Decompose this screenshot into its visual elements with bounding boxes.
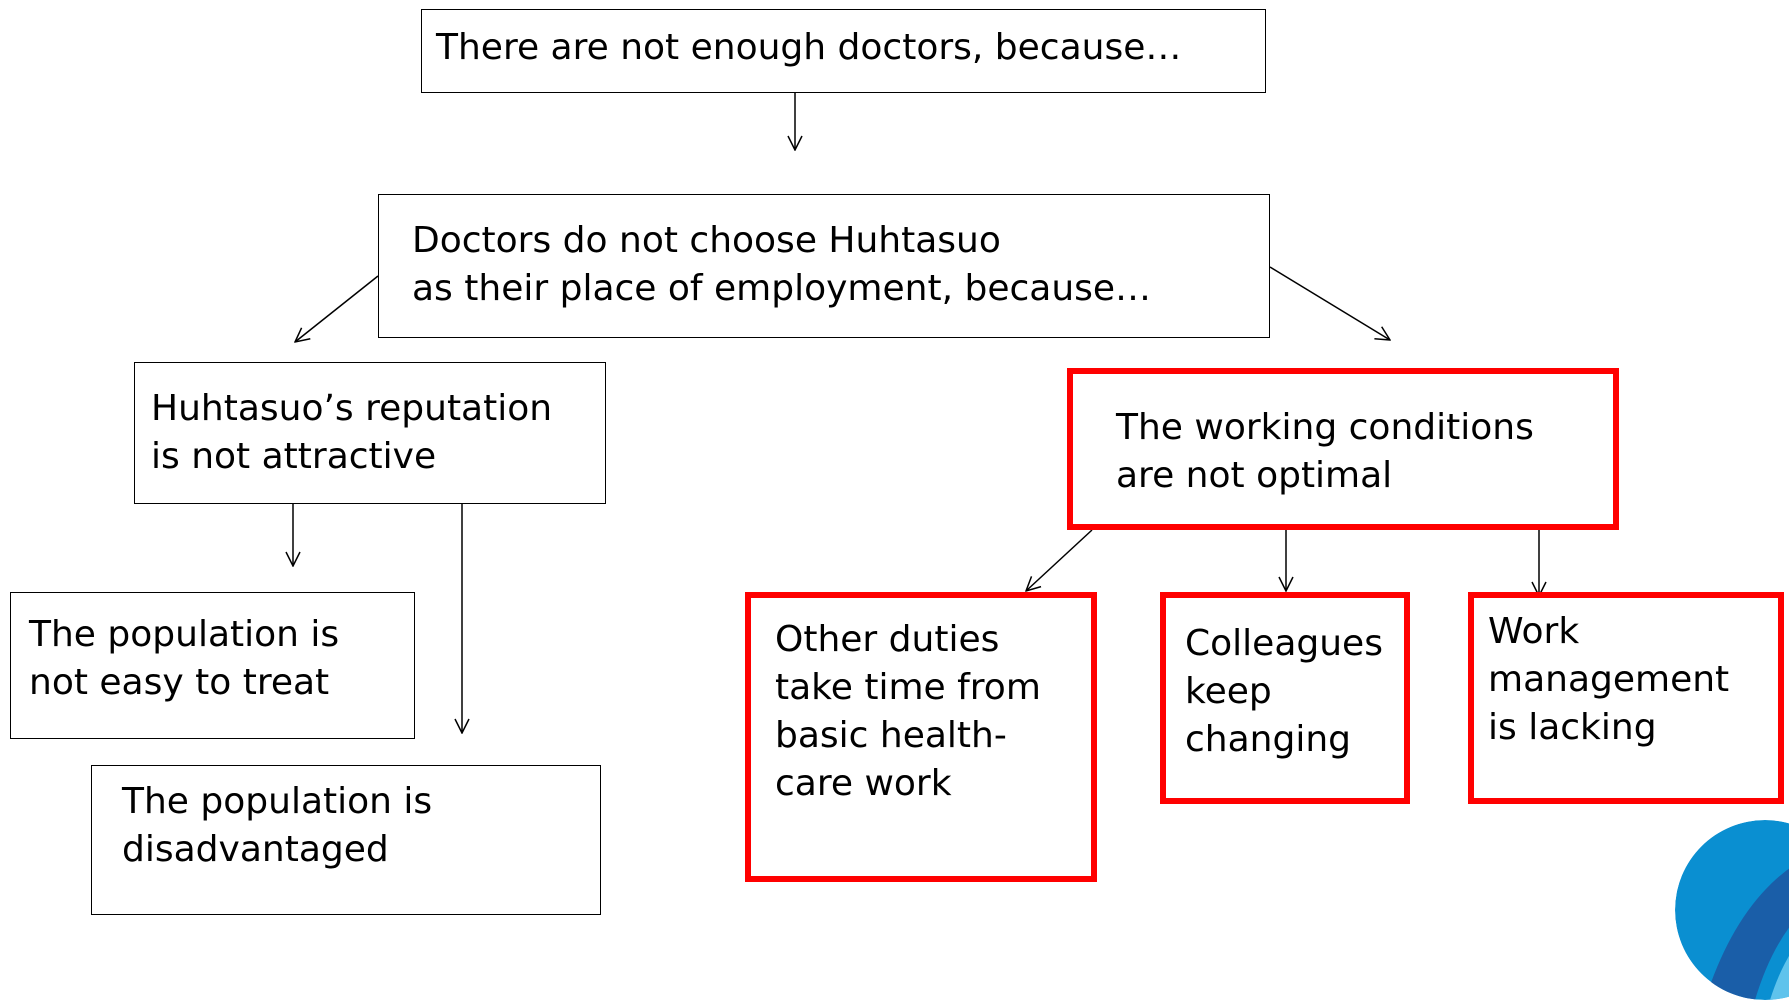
node-population-treat-text: The population is not easy to treat — [29, 614, 340, 703]
node-colleagues: Colleagues keep changing — [1160, 592, 1410, 804]
node-other-duties-text: Other duties take time from basic health… — [775, 619, 1041, 804]
node-doctors-choice: Doctors do not choose Huhtasuo as their … — [378, 194, 1270, 338]
arrow-doctors-choice-to-reputation — [295, 275, 379, 342]
node-root-text: There are not enough doctors, because… — [436, 27, 1182, 68]
node-reputation-text: Huhtasuo’s reputation is not attractive — [151, 388, 553, 477]
node-population-disadvantaged-text: The population is disadvantaged — [122, 781, 433, 870]
node-root: There are not enough doctors, because… — [421, 9, 1266, 93]
node-work-management: Work management is lacking — [1468, 592, 1784, 804]
connector-arrows — [0, 93, 1789, 900]
arrow-doctors-choice-to-working-conditions — [1269, 266, 1390, 340]
node-population-treat: The population is not easy to treat — [10, 592, 415, 739]
node-working-conditions: The working conditions are not optimal — [1067, 368, 1619, 530]
arrow-working-conditions-to-other-duties — [1026, 529, 1093, 591]
node-working-conditions-text: The working conditions are not optimal — [1116, 407, 1534, 496]
node-doctors-choice-text: Doctors do not choose Huhtasuo as their … — [412, 220, 1152, 309]
node-population-disadvantaged: The population is disadvantaged — [91, 765, 601, 915]
node-colleagues-text: Colleagues keep changing — [1185, 623, 1383, 760]
node-other-duties: Other duties take time from basic health… — [745, 592, 1097, 882]
node-work-management-text: Work management is lacking — [1488, 611, 1730, 748]
node-reputation: Huhtasuo’s reputation is not attractive — [134, 362, 606, 504]
